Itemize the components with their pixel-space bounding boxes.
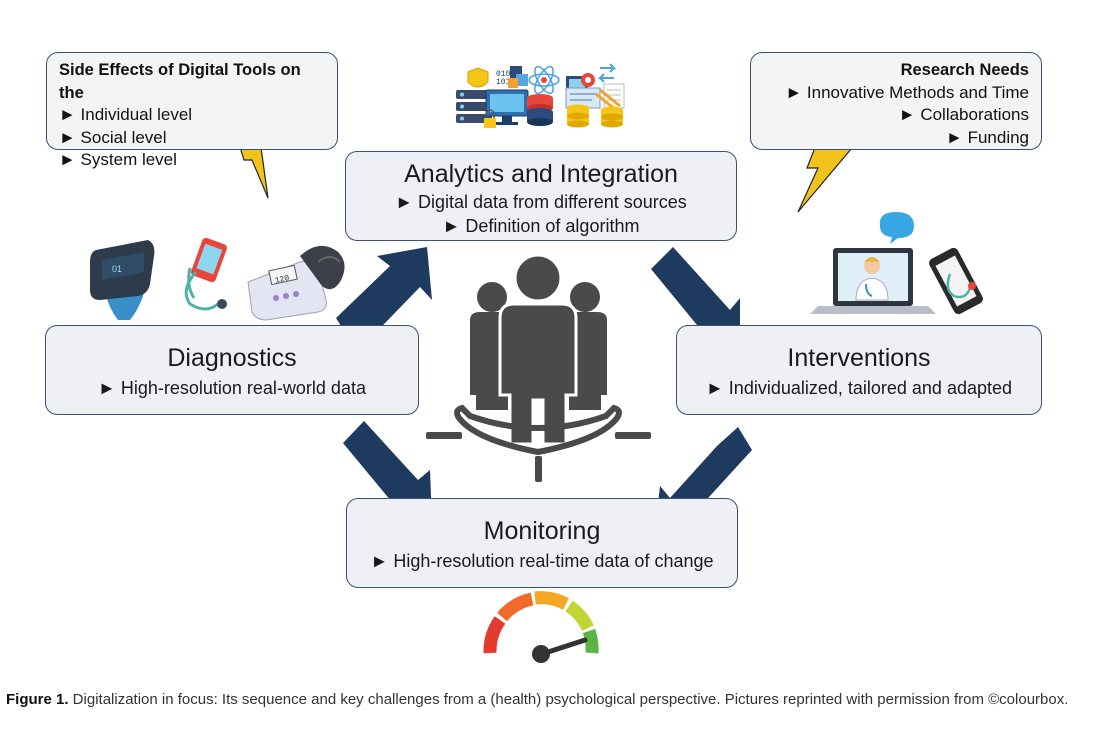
fitness-tracker-icon: 01 xyxy=(90,240,155,320)
diagnostics-box: Diagnostics ► High-resolution real-world… xyxy=(45,325,419,415)
svg-text:010: 010 xyxy=(496,70,511,79)
analytics-line-sources: ► Digital data from different sources xyxy=(395,192,687,212)
research-needs-box: Research Needs ► Innovative Methods and … xyxy=(750,52,1042,150)
side-effects-title: Side Effects of Digital Tools on the xyxy=(59,61,301,102)
svg-text:120: 120 xyxy=(274,274,290,286)
diagnostics-line-data: ► High-resolution real-world data xyxy=(98,378,366,398)
figure-caption-text: Digitalization in focus: Its sequence an… xyxy=(68,691,1069,708)
research-needs-item-funding: ► Funding xyxy=(946,127,1029,147)
monitoring-title: Monitoring xyxy=(483,517,601,545)
side-effects-item-individual: ► Individual level xyxy=(59,105,193,124)
interventions-line-tailored: ► Individualized, tailored and adapted xyxy=(705,378,1013,398)
research-needs-title: Research Needs xyxy=(900,61,1029,79)
telemedicine-laptop-icon xyxy=(810,212,936,314)
interventions-box: Interventions ► Individualized, tailored… xyxy=(676,325,1042,415)
blood-pressure-monitor-icon: 120 xyxy=(247,245,345,321)
side-effects-item-social: ► Social level xyxy=(59,127,167,147)
diagnostics-title: Diagnostics xyxy=(167,344,297,372)
data-analytics-icons: 010 101 xyxy=(456,63,625,128)
interventions-title: Interventions xyxy=(787,344,931,372)
figure-caption: Figure 1. Digitalization in focus: Its s… xyxy=(6,689,1091,710)
monitoring-box: Monitoring ► High-resolution real-time d… xyxy=(346,498,738,588)
phone-stethoscope-icon xyxy=(929,247,983,315)
research-needs-item-methods: ► Innovative Methods and Time xyxy=(785,82,1029,102)
arrow-monitoring-to-diagnostics xyxy=(343,421,432,523)
svg-text:101: 101 xyxy=(496,78,511,87)
analytics-integration-box: Analytics and Integration ► Digital data… xyxy=(345,151,737,241)
analytics-title: Analytics and Integration xyxy=(404,160,678,188)
figure-caption-label: Figure 1. xyxy=(6,691,69,708)
research-needs-item-collaborations: ► Collaborations xyxy=(898,105,1029,124)
monitoring-line-data: ► High-resolution real-time data of chan… xyxy=(370,551,714,571)
side-effects-item-system: ► System level xyxy=(59,150,177,169)
group-of-people-icon xyxy=(426,253,651,482)
analytics-line-algorithm: ► Definition of algorithm xyxy=(442,216,640,236)
side-effects-box: Side Effects of Digital Tools on the ► I… xyxy=(46,52,338,169)
smartphone-stethoscope-icon xyxy=(184,237,227,311)
svg-text:01: 01 xyxy=(112,264,122,274)
gauge-meter-icon xyxy=(483,591,599,663)
